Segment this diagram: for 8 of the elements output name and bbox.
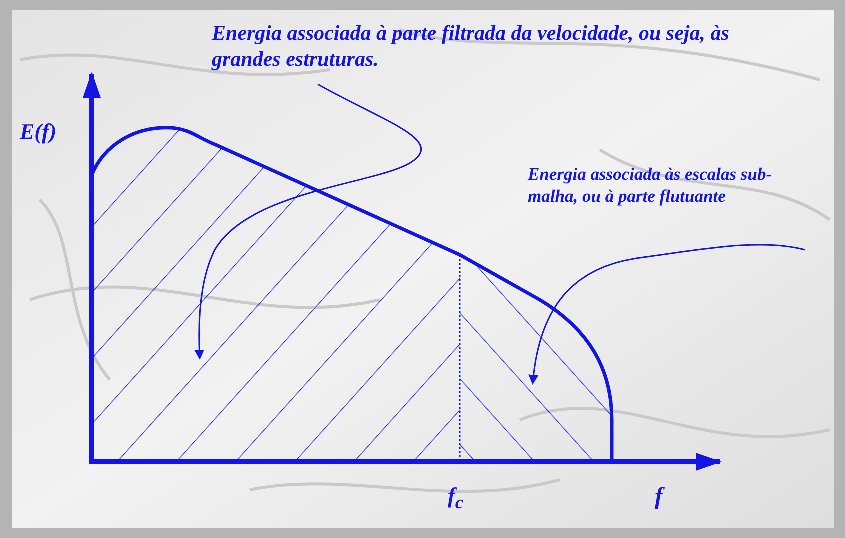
annotation-text: Energia associada às escalas sub-malha, ou à parte flutuante bbox=[528, 164, 800, 208]
hatched-area bbox=[92, 128, 460, 462]
leader-arrow bbox=[194, 84, 422, 360]
axis-label: f bbox=[655, 483, 663, 512]
annotation-text: Energia associada à parte filtrada da velocidade, ou seja, às grandes estruturas. bbox=[212, 20, 752, 72]
axis-tick-label: f$_{c}$ bbox=[448, 482, 464, 514]
axis-label: E(f) bbox=[20, 118, 57, 146]
leader-arrow bbox=[529, 244, 806, 385]
